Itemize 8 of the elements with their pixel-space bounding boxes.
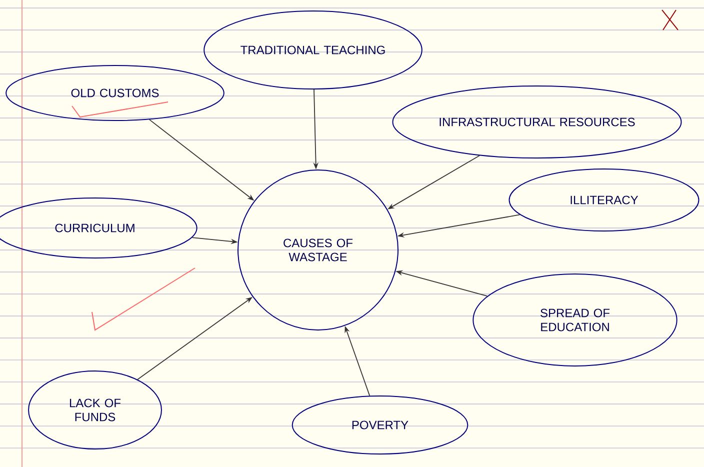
ellipse-node: ILLITERACY bbox=[508, 168, 700, 232]
ellipse-node: SPREAD OF EDUCATION bbox=[472, 274, 678, 366]
circle-node: CAUSES OF WASTAGE bbox=[238, 170, 398, 330]
ellipse-node: POVERTY bbox=[292, 396, 468, 454]
ellipse-node: OLD CUSTOMS bbox=[6, 65, 224, 121]
ellipse-node: TRADITIONAL TEACHING bbox=[204, 10, 422, 90]
ellipse-node: LACK OF FUNDS bbox=[28, 370, 162, 450]
ellipse-node: INFRASTRUCTURAL RESOURCES bbox=[392, 86, 682, 158]
